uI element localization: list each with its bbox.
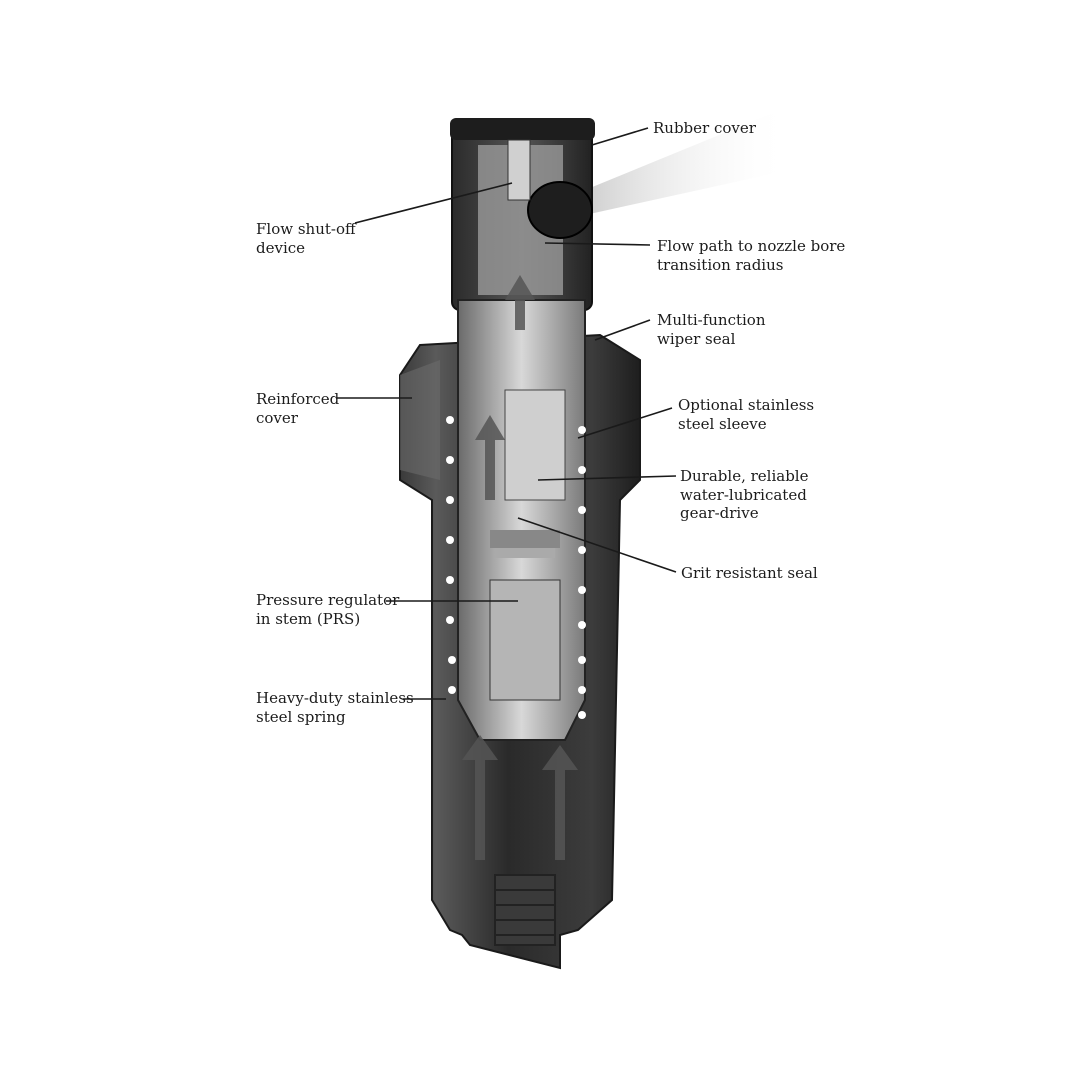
label-reinforced-cover: Reinforced cover — [256, 390, 339, 427]
label-line: Multi-function — [657, 311, 766, 329]
label-wiper-seal: Multi-function wiper seal — [657, 311, 766, 348]
label-line: transition radius — [657, 255, 784, 274]
gear-drive — [504, 389, 566, 501]
label-grit-seal: Grit resistant seal — [681, 564, 818, 583]
label-flow-path: Flow path to nozzle bore transition radi… — [657, 237, 845, 274]
label-line: Optional stainless — [678, 396, 815, 414]
threaded-inlet — [494, 874, 556, 946]
leader-grit-seal — [517, 517, 677, 573]
label-line: Pressure regulator — [256, 591, 400, 609]
label-line: Rubber cover — [653, 119, 756, 137]
label-line: device — [256, 238, 306, 257]
pressure-regulator — [489, 579, 561, 701]
flow-arrows — [462, 275, 578, 860]
label-line: cover — [256, 408, 298, 427]
leader-wiper-seal — [594, 319, 651, 341]
label-line: Durable, reliable — [680, 467, 809, 485]
label-line: steel sleeve — [678, 414, 767, 433]
label-spring: Heavy-duty stainless steel spring — [256, 689, 414, 726]
label-line: Heavy-duty stainless — [256, 689, 414, 707]
leader-flow-path — [544, 242, 651, 246]
label-line: water-lubricated — [680, 485, 807, 504]
label-line: Flow path to nozzle bore — [657, 237, 846, 255]
label-gear-drive: Durable, reliable water-lubricated gear-… — [680, 467, 808, 523]
label-line: steel spring — [256, 707, 346, 726]
shutoff-stem — [507, 139, 531, 201]
label-pressure-regulator: Pressure regulator in stem (PRS) — [256, 591, 399, 628]
water-spray — [585, 110, 790, 215]
label-line: Flow shut-off — [256, 220, 356, 238]
label-line: in stem (PRS) — [256, 609, 361, 628]
spring-coils-left — [446, 416, 456, 694]
spring-coils-right — [578, 426, 586, 719]
label-rubber-cover: Rubber cover — [653, 119, 756, 138]
leader-flow-shutoff — [354, 182, 513, 224]
turret-cap — [450, 118, 595, 140]
label-line: gear-drive — [680, 504, 759, 522]
nozzle — [527, 181, 593, 239]
label-flow-shutoff: Flow shut-off device — [256, 220, 356, 257]
label-line: wiper seal — [657, 329, 736, 348]
leader-gear-drive — [537, 475, 677, 481]
cover-flange — [400, 360, 440, 480]
leader-stainless-sleeve — [577, 407, 673, 439]
gear-teeth — [490, 530, 560, 558]
label-line: Reinforced — [256, 390, 340, 408]
leader-rubber-cover — [591, 127, 649, 146]
label-line: Grit resistant seal — [681, 564, 818, 582]
label-stainless-sleeve: Optional stainless steel sleeve — [678, 396, 814, 433]
